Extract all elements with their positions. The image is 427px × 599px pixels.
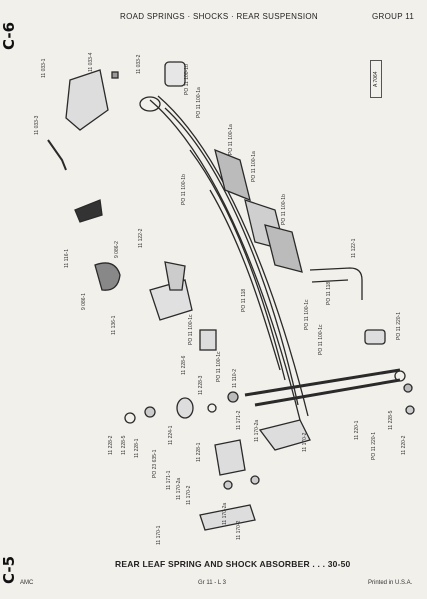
part-label: 11 136-1 [111, 315, 117, 335]
part-label: 11 033-2 [136, 54, 142, 74]
part-label: 11 170-2a [176, 478, 182, 500]
part-label: PO 11 118 [326, 282, 332, 305]
footer-page-ref: Gr 11 - L 3 [198, 580, 227, 586]
part-label: PO 11 220-1 [396, 312, 402, 340]
part-label: 11 122-2 [138, 228, 144, 248]
part-label: 11 228-3 [198, 375, 204, 395]
part-label: 11 033-3 [34, 115, 40, 135]
part-label: 11 110-2 [232, 369, 238, 388]
part-label: 11 228-6 [181, 355, 187, 375]
part-label: 11 228-5 [121, 435, 127, 455]
part-label: 11 170-1 [156, 525, 162, 545]
part-label: PO 11 100-1b [184, 64, 190, 95]
part-label: 11 228-5 [388, 410, 394, 430]
page-header-group: GROUP 11 [372, 12, 415, 21]
part-label: 9 086-2 [114, 241, 120, 258]
part-label: PO 11 100-1a [228, 124, 234, 155]
part-label: PO 11 100-1c [188, 314, 194, 345]
part-label: 11 220-2 [401, 435, 407, 455]
part-label: 11 170-2a [222, 503, 228, 525]
part-label: 11 220-1 [354, 420, 360, 440]
part-label: 11 171-2 [236, 410, 242, 430]
footer-printed: Printed in U.S.A. [368, 580, 413, 586]
part-label: PO 11 100-1b [281, 194, 287, 225]
part-label-group: 11 033-1 11 033-4 11 033-2 11 033-3 PO 1… [34, 52, 407, 545]
part-label: PO 23 635-1 [152, 449, 158, 478]
part-label: 11 170-2a [254, 420, 260, 442]
part-label: PO 11 100-1c [304, 299, 310, 330]
part-label: PO 11 100-1b [181, 174, 187, 205]
part-label: PO 11 100-1a [251, 151, 257, 182]
part-label: 9 086-1 [81, 293, 87, 310]
part-label: 11 170-2 [236, 520, 242, 540]
part-label: PO 11 100-1a [196, 87, 202, 118]
figure-caption: REAR LEAF SPRING AND SHOCK ABSORBER . . … [115, 559, 351, 569]
part-label: 11 228-2 [108, 435, 114, 455]
part-label: 11 170-2 [186, 485, 192, 505]
footer-brand: AMC [20, 580, 34, 586]
part-label: 11 228-1 [196, 442, 202, 462]
part-label: 11 033-1 [41, 58, 47, 78]
part-label: PO 11 118 [241, 289, 247, 312]
part-label: PO 11 220-1 [371, 432, 377, 460]
part-label: PO 11 100-1c [318, 324, 324, 355]
part-label: 11 228-1 [134, 438, 140, 458]
part-label: 11 170-2 [302, 432, 308, 452]
part-label: 11 171-1 [166, 470, 172, 490]
part-label: PO 11 100-1c [216, 351, 222, 382]
part-label: 11 224-1 [168, 425, 174, 445]
page-header-title: ROAD SPRINGS · SHOCKS · REAR SUSPENSION [120, 12, 318, 21]
part-label: 11 116-1 [64, 249, 70, 268]
part-label: 11 122-1 [351, 238, 357, 258]
leaf-spring-assembly [47, 61, 415, 531]
part-label: 11 033-4 [88, 52, 94, 72]
